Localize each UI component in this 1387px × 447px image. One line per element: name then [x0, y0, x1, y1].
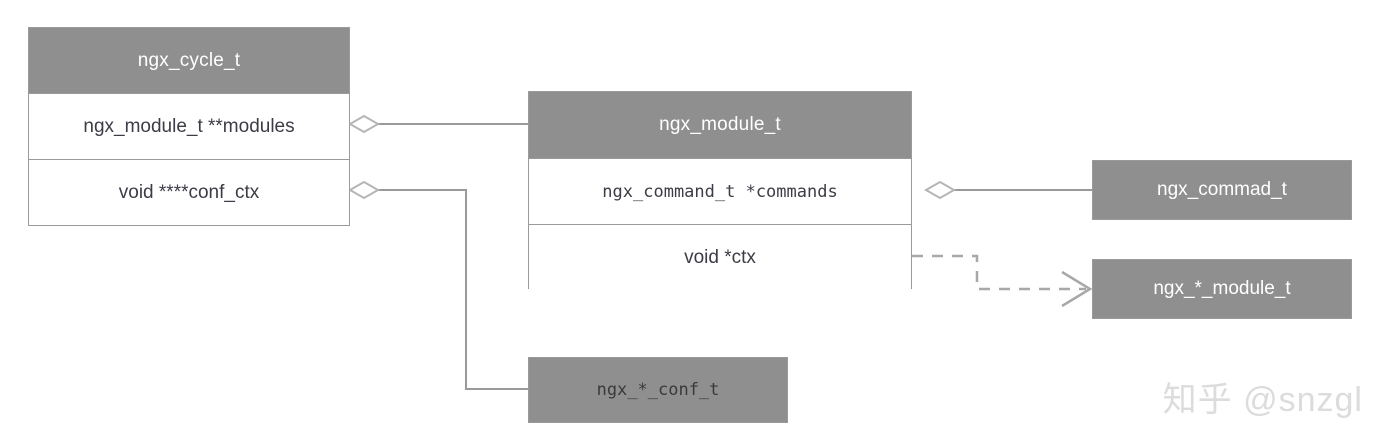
connection-ctx-to-ngx-star-module-t	[912, 254, 1093, 308]
class-title-ngx-commad-t: ngx_commad_t	[1157, 179, 1287, 200]
aggregation-diamond-icon	[347, 180, 381, 200]
class-title-ngx-star-module-t: ngx_*_module_t	[1153, 278, 1291, 299]
class-title-ngx-star-conf-t: ngx_*_conf_t	[596, 380, 720, 400]
class-attribute-modules: ngx_module_t **modules	[29, 93, 349, 159]
connection-modules-to-ngx-module-t	[347, 114, 528, 134]
class-box-ngx-cycle-t[interactable]: ngx_cycle_t ngx_module_t **modules void …	[28, 27, 350, 226]
class-box-ngx-star-module-t[interactable]: ngx_*_module_t	[1092, 259, 1352, 319]
connection-confctx-to-ngx-star-conf-t	[347, 180, 528, 390]
edge-line	[378, 189, 528, 390]
edge-line-dashed	[912, 254, 1086, 291]
class-attribute-conf-ctx: void ****conf_ctx	[29, 159, 349, 225]
aggregation-diamond-icon	[347, 114, 381, 134]
aggregation-diamond-icon	[923, 180, 957, 200]
class-attribute-commands: ngx_command_t *commands	[529, 158, 911, 224]
class-box-ngx-module-t[interactable]: ngx_module_t ngx_command_t *commands voi…	[528, 91, 912, 290]
watermark: 知乎 @snzgl	[1162, 381, 1363, 419]
class-title-ngx-cycle-t: ngx_cycle_t	[29, 28, 349, 93]
open-arrowhead-icon	[1061, 270, 1093, 308]
class-box-ngx-commad-t[interactable]: ngx_commad_t	[1092, 160, 1352, 220]
class-box-ngx-star-conf-t[interactable]: ngx_*_conf_t	[528, 357, 788, 423]
connection-commands-to-ngx-commad-t	[923, 180, 1092, 200]
class-attribute-ctx: void *ctx	[529, 224, 911, 290]
class-title-ngx-module-t: ngx_module_t	[529, 92, 911, 158]
